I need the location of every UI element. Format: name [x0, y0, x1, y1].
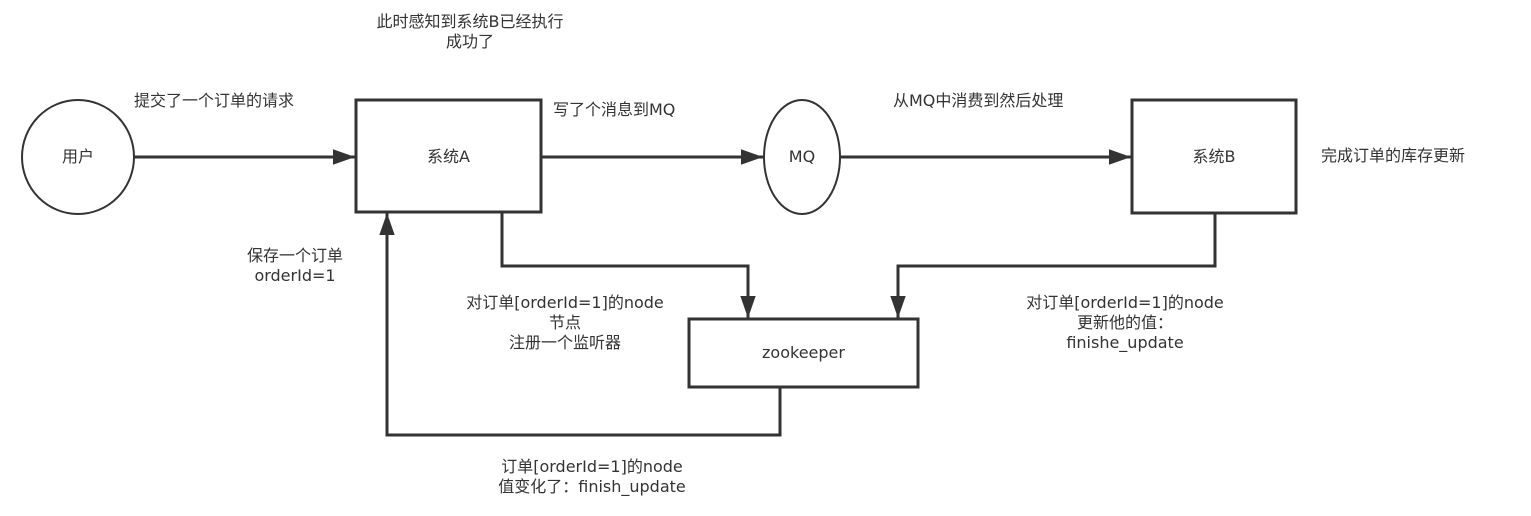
- edge-label-user-to-system-a: 提交了一个订单的请求: [134, 91, 295, 110]
- label-line: 值变化了：finish_update: [498, 477, 686, 496]
- label-line: orderId=1: [254, 266, 336, 285]
- label-line: 节点: [548, 313, 581, 332]
- annotation-system-a-top: 此时感知到系统B已经执行 成功了: [320, 12, 620, 52]
- label-line: 注册一个监听器: [508, 333, 621, 352]
- label-line: 保存一个订单: [246, 246, 343, 265]
- edge-label-mq-to-system-b: 从MQ中消费到然后处理: [893, 91, 1064, 110]
- label-line: 更新他的值：: [1076, 313, 1173, 332]
- edge-label-system-a-to-mq: 写了个消息到MQ: [553, 100, 676, 119]
- system-a-label: 系统A: [427, 147, 470, 166]
- system-a-node: [354, 98, 543, 214]
- label-line: 对订单[orderId=1]的node: [1026, 293, 1224, 312]
- system-b-label: 系统B: [1192, 147, 1236, 166]
- label-line: finishe_update: [1066, 333, 1184, 352]
- edge-label-zookeeper-to-system-a: 订单[orderId=1]的node 值变化了：finish_update: [452, 457, 732, 497]
- label-line: 订单[orderId=1]的node: [501, 457, 683, 476]
- zookeeper-node: [687, 317, 920, 389]
- mq-label: MQ: [788, 147, 816, 166]
- system-b-node: [1130, 98, 1298, 215]
- edge-system-b-to-zookeeper: [890, 213, 1217, 318]
- annotation-system-b-right: 完成订单的库存更新: [1321, 146, 1466, 165]
- zookeeper-label: zookeeper: [762, 343, 845, 362]
- label-line: 对订单[orderId=1]的node: [466, 293, 664, 312]
- user-label: 用户: [61, 147, 94, 166]
- edge-label-system-a-to-zookeeper: 对订单[orderId=1]的node 节点 注册一个监听器: [420, 293, 710, 353]
- edge-zookeeper-to-system-a: [379, 213, 782, 437]
- label-line: 此时感知到系统B已经执行: [376, 12, 564, 31]
- label-line: 成功了: [445, 32, 494, 51]
- edge-label-system-b-to-zookeeper: 对订单[orderId=1]的node 更新他的值： finishe_updat…: [985, 293, 1265, 353]
- edge-system-a-to-zookeeper: [500, 212, 756, 318]
- annotation-system-a-left: 保存一个订单 orderId=1: [225, 246, 365, 286]
